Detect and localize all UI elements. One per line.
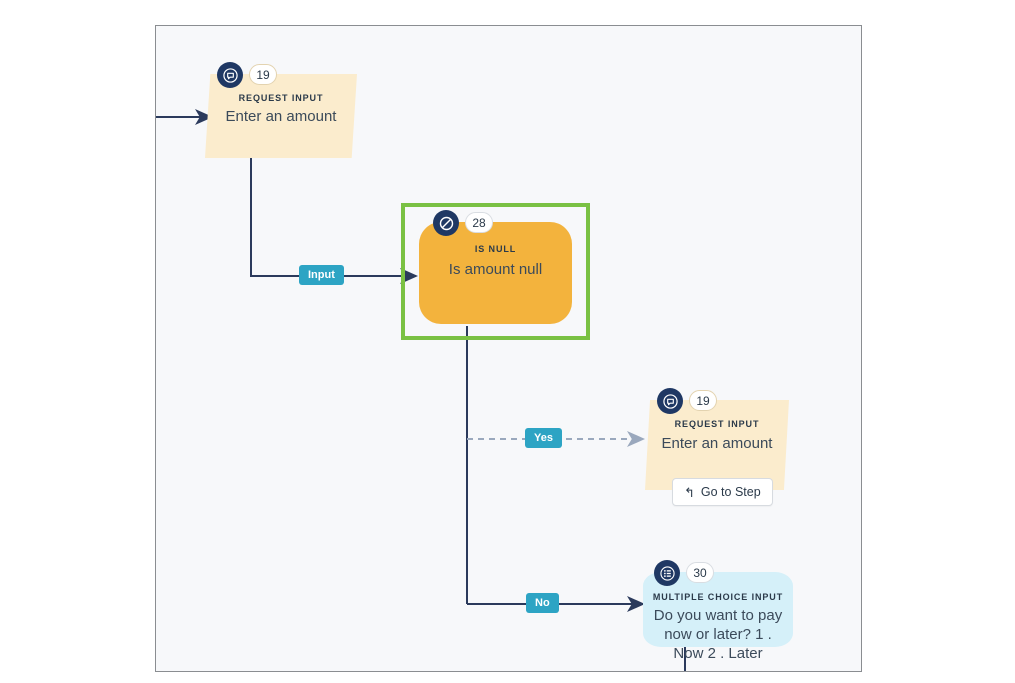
flowchart-canvas[interactable]: 19 REQUEST INPUT Enter an amount 28 IS N… [155,25,862,672]
node-request-input-top[interactable]: 19 REQUEST INPUT Enter an amount [205,62,357,158]
node-kicker: MULTIPLE CHOICE INPUT [652,592,784,602]
node-kicker: IS NULL [474,244,517,254]
node-shape [419,222,572,324]
speech-bubble-icon [217,62,243,88]
node-kicker: REQUEST INPUT [238,93,324,103]
node-shape [205,74,357,158]
selection-frame [401,203,590,340]
node-shape [645,400,789,490]
undo-arrow-icon: ↰ [684,484,695,500]
go-to-step-label: Go to Step [700,485,761,499]
node-number-badge: 28 [465,212,493,233]
edge-input-path [250,158,418,284]
node-number-badge: 19 [689,390,717,411]
speech-bubble-icon [657,388,683,414]
node-number-badge: 19 [249,64,277,85]
node-text: Do you want to pay now or later? 1 . Now… [653,607,783,662]
node-text: Enter an amount [225,108,337,125]
edge-label-input[interactable]: Input [299,265,344,285]
node-request-input-yes[interactable]: 19 REQUEST INPUT Enter an amount [645,388,789,490]
go-to-step-button[interactable]: ↰ Go to Step [672,478,773,506]
node-text: Enter an amount [661,435,773,452]
node-text: Is amount null [448,261,543,278]
node-kicker: REQUEST INPUT [674,419,760,429]
node-is-null[interactable]: 28 IS NULL Is amount null [419,210,572,324]
node-number-badge: 30 [686,562,714,583]
null-prohibition-icon [433,210,459,236]
edge-label-no[interactable]: No [526,593,559,613]
node-multiple-choice[interactable]: 30 MULTIPLE CHOICE INPUT Do you want to … [643,560,793,662]
edge-label-yes[interactable]: Yes [525,428,562,448]
list-icon [654,560,680,586]
